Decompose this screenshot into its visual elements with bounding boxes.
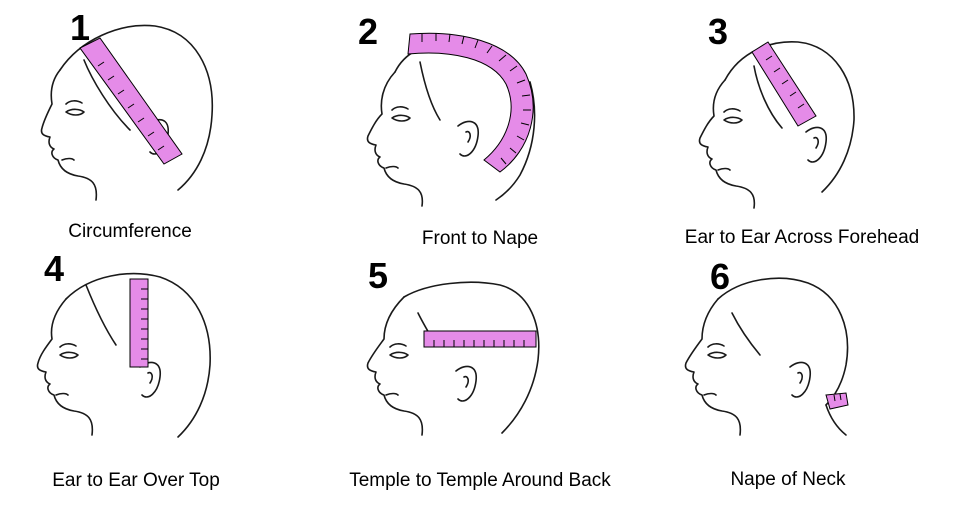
step-label: Temple to Temple Around Back bbox=[349, 470, 611, 491]
tape-ticks bbox=[765, 55, 805, 109]
step-label: Front to Nape bbox=[421, 228, 539, 249]
panel-front-to-nape: 2 Front to Nape bbox=[320, 0, 640, 255]
tape-ticks bbox=[433, 340, 525, 347]
panel-temple-to-temple-around-back: 5 Temple to Temple Around Back bbox=[320, 255, 640, 510]
head-profile-icon bbox=[366, 281, 540, 436]
measuring-tape-icon bbox=[825, 392, 849, 410]
head-profile-icon bbox=[36, 272, 211, 438]
step-number: 4 bbox=[44, 248, 65, 289]
measuring-tape-icon bbox=[129, 278, 149, 368]
panel-nape-of-neck: 6 Nape of Neck bbox=[640, 255, 960, 510]
step-number: 1 bbox=[70, 7, 91, 48]
panel-ear-to-ear-over-top: 4 Ear to Ear Over Top bbox=[0, 251, 320, 510]
head-profile-icon bbox=[366, 32, 536, 207]
step-number: 5 bbox=[368, 255, 389, 296]
step-label: Ear to Ear Across Forehead bbox=[684, 227, 920, 248]
head-profile-icon bbox=[684, 277, 849, 436]
measuring-tape-icon bbox=[407, 32, 534, 173]
measuring-tape-icon bbox=[423, 330, 537, 348]
tape-ticks bbox=[833, 393, 842, 402]
step-number: 6 bbox=[710, 256, 731, 297]
tape-ticks bbox=[97, 61, 165, 151]
step-label: Circumference bbox=[68, 221, 192, 242]
step-label: Ear to Ear Over Top bbox=[52, 470, 220, 491]
step-number: 2 bbox=[358, 11, 379, 52]
panel-ear-to-ear-across-forehead: 3 Ear to Ear Across Forehead bbox=[640, 0, 960, 255]
head-profile-icon bbox=[698, 41, 855, 209]
tape-ticks bbox=[141, 288, 148, 360]
step-number: 3 bbox=[708, 11, 729, 52]
step-label: Nape of Neck bbox=[730, 469, 846, 490]
measuring-tape-icon bbox=[751, 41, 817, 127]
tape-ticks bbox=[421, 33, 531, 165]
head-profile-icon bbox=[40, 24, 214, 201]
measuring-tape-icon bbox=[79, 37, 183, 165]
panel-circumference: 1 Circumference bbox=[0, 0, 320, 255]
